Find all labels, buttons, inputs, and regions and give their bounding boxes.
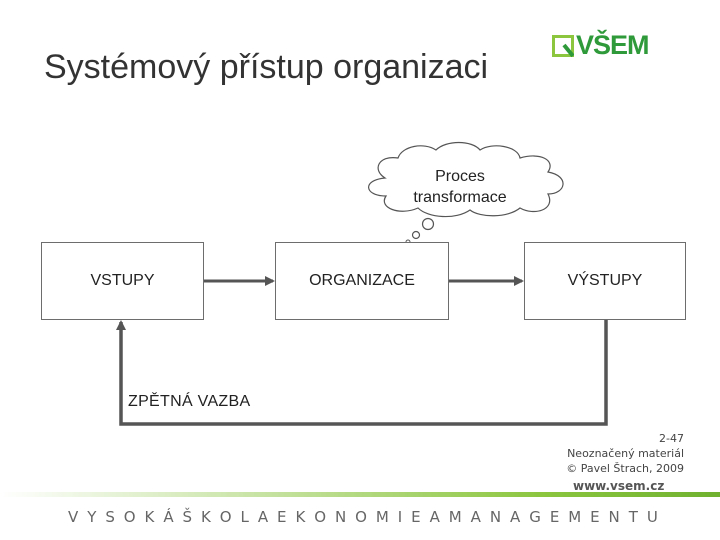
footer-divider — [0, 492, 720, 497]
inputs-box: VSTUPY — [41, 242, 204, 320]
school-letter: N — [334, 508, 347, 526]
school-letter: K — [295, 508, 306, 526]
school-letter: L — [240, 508, 249, 526]
school-letter: E — [590, 508, 600, 526]
school-letter: A — [257, 508, 269, 526]
feedback-loop-arrow — [116, 320, 608, 426]
school-letter: I — [397, 508, 403, 526]
outputs-box: VÝSTUPY — [524, 242, 686, 320]
school-letter: M — [375, 508, 389, 526]
school-letter: O — [219, 508, 232, 526]
website-url[interactable]: www.vsem.cz — [573, 479, 665, 493]
cloud-label: Proces transformace — [360, 166, 560, 208]
school-letter: K — [200, 508, 211, 526]
copyright-text: © Pavel Štrach, 2009 — [566, 462, 684, 475]
school-letter: T — [628, 508, 638, 526]
school-letter: Y — [87, 508, 97, 526]
school-letter: M — [568, 508, 582, 526]
school-letter: G — [529, 508, 541, 526]
logo-text: VŠEM — [576, 30, 650, 60]
feedback-label: ZPĚTNÁ VAZBA — [128, 393, 251, 410]
slide-number: 2-47 — [659, 432, 684, 445]
cloud-label-line-1: Proces — [435, 168, 485, 185]
school-letter: Á — [163, 508, 174, 526]
school-letter: O — [355, 508, 367, 526]
vsem-logo: VŠEM — [552, 30, 652, 60]
footer-note: 2-47 Neoznačený materiál © Pavel Štrach,… — [540, 431, 684, 476]
school-letter: Š — [182, 508, 193, 526]
school-letter: S — [105, 508, 115, 526]
school-letter: U — [646, 508, 658, 526]
thought-cloud — [368, 141, 564, 245]
school-letter: E — [411, 508, 421, 526]
school-letter: A — [470, 508, 481, 526]
school-letter: M — [448, 508, 462, 526]
school-letter: E — [277, 508, 287, 526]
organization-box: ORGANIZACE — [275, 242, 449, 320]
school-letter: V — [68, 508, 79, 526]
school-letter: A — [510, 508, 521, 526]
school-letter: O — [123, 508, 136, 526]
school-letter: N — [608, 508, 620, 526]
material-note: Neoznačený materiál — [567, 447, 684, 460]
school-letter: N — [489, 508, 502, 526]
school-letter: A — [429, 508, 440, 526]
slide-title: Systémový přístup organizaci — [44, 48, 489, 86]
logo-mark-icon — [552, 35, 574, 57]
cloud-label-line-2: transformace — [413, 189, 507, 206]
school-letter: K — [144, 508, 155, 526]
school-letter: E — [549, 508, 560, 526]
school-letter: O — [314, 508, 327, 526]
